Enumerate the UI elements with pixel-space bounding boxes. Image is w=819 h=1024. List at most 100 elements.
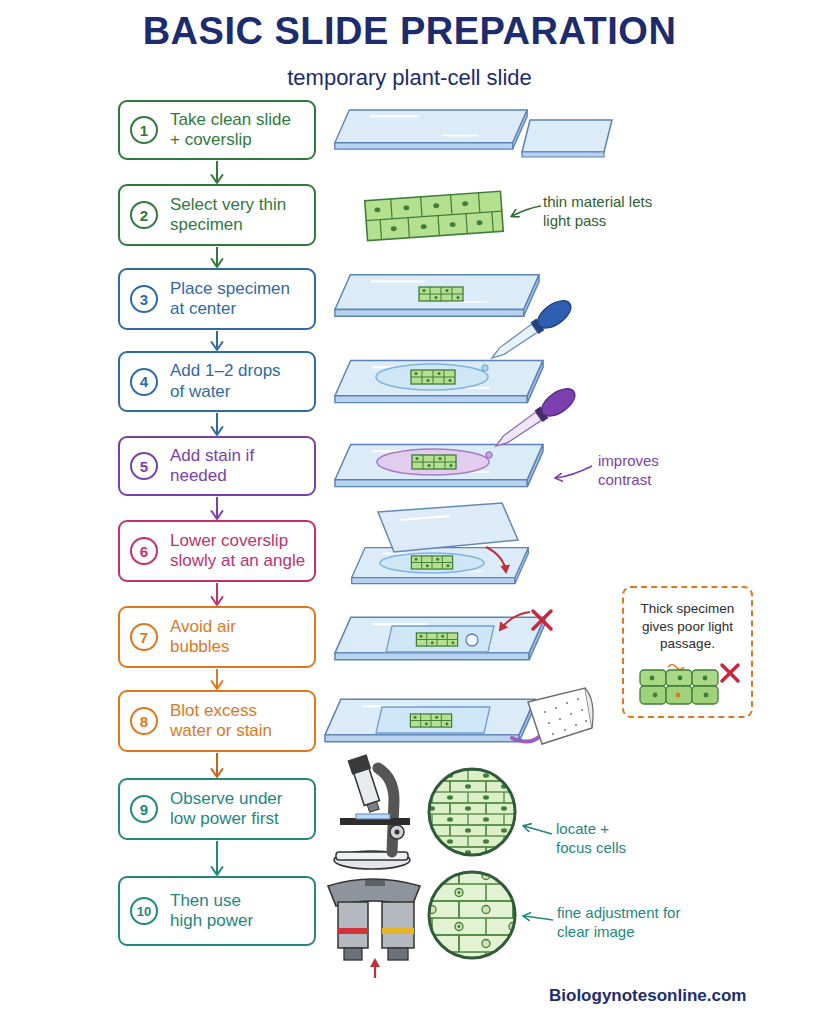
motion-arrow-part — [374, 960, 376, 978]
blotting-paper-part — [559, 718, 561, 720]
thin-specimen-part — [462, 201, 468, 206]
glass-slide-part — [352, 548, 529, 584]
cross-mark-part — [533, 611, 551, 629]
water-drop — [482, 365, 488, 371]
flow-arrow — [212, 161, 223, 183]
step-number-circle: 10 — [130, 897, 158, 925]
step-text: Select very thin specimen — [170, 195, 305, 236]
microscope-part — [356, 814, 390, 819]
thick-specimen-part — [668, 665, 684, 670]
microscope-part-part — [354, 768, 380, 805]
process-box: Select very thin specimen2 — [118, 184, 316, 246]
dropper — [486, 295, 575, 366]
microscope-view-part — [429, 872, 515, 958]
thin-specimen-part — [433, 203, 439, 208]
blotting-paper-part — [566, 702, 568, 704]
callout-number: 5 — [140, 459, 148, 474]
objective-lenses-part — [338, 902, 368, 948]
watermark: Biologynotesonline.com — [549, 985, 779, 1006]
leader-arrow — [524, 916, 553, 920]
glass-slide-part — [412, 455, 456, 469]
objective-lenses-part — [388, 948, 408, 960]
flow-arrow — [212, 753, 223, 777]
dropper-part — [535, 406, 549, 421]
objective-lenses-part — [382, 902, 414, 948]
objective-lenses-part — [382, 928, 414, 934]
thick-specimen-part — [704, 693, 709, 698]
thin-specimen-part — [421, 197, 422, 217]
stain-drop-part — [486, 452, 492, 458]
glass-slide-part — [419, 287, 463, 301]
objective-lenses-part — [328, 879, 420, 906]
flow-line — [216, 331, 218, 350]
thin-specimen-part — [403, 205, 409, 210]
process-box: Then use high power10 — [118, 876, 316, 946]
objective-lenses-part — [344, 948, 362, 960]
dropper-part — [489, 324, 537, 362]
flow-arrow — [212, 583, 223, 605]
thick-specimen-part — [640, 686, 666, 704]
flow-arrow — [212, 413, 223, 435]
objective-lenses-part — [365, 880, 385, 886]
dropper-part — [493, 412, 541, 450]
note-box: Thick specimen gives poor light passage. — [622, 586, 753, 718]
microscope-part — [390, 825, 404, 839]
thick-specimen — [640, 665, 718, 705]
glass-slide-part — [416, 633, 457, 646]
thin-specimen-part — [380, 220, 381, 240]
arrow-head — [212, 769, 223, 777]
arrow-head — [212, 342, 223, 350]
glass-slide-part — [335, 275, 539, 316]
coverslip-part — [378, 503, 518, 552]
blotting-paper — [512, 688, 593, 744]
blotting-paper-part — [552, 733, 554, 735]
coverslip-part — [522, 152, 604, 157]
motion-arrow-part — [500, 612, 530, 630]
annotation: fine adjustment for clear image — [557, 904, 683, 942]
thin-specimen-part — [374, 207, 380, 212]
leader-arrow-part — [512, 206, 541, 216]
cross-mark — [722, 665, 738, 681]
flow-arrow — [212, 247, 223, 267]
glass-slide-part — [325, 699, 535, 742]
thin-specimen-part — [478, 193, 479, 213]
callout-number: 9 — [140, 802, 148, 817]
blotting-paper-part — [528, 688, 592, 744]
callout-number: 3 — [140, 292, 148, 307]
arrow-head — [212, 867, 223, 875]
microscope-part-part — [367, 802, 379, 813]
thick-specimen-part — [678, 676, 683, 681]
water-drop-part — [482, 365, 488, 371]
glass-slide-part — [335, 444, 543, 486]
flow-arrow — [212, 497, 223, 519]
blotting-paper-part — [581, 709, 583, 711]
microscope-part — [336, 852, 408, 860]
glass-slide-part — [376, 364, 488, 390]
blotting-paper-part — [548, 722, 550, 724]
thick-specimen-part — [692, 686, 718, 704]
flow-line — [216, 841, 218, 875]
blotting-paper-part — [512, 736, 540, 742]
microscope — [334, 754, 410, 869]
thin-specimen-part — [466, 214, 467, 234]
leader-arrow-part — [524, 826, 552, 834]
glass-slide-part — [377, 449, 489, 475]
glass-slide-part — [386, 626, 494, 652]
flow-line — [216, 161, 218, 183]
glass-slide-part — [335, 360, 543, 402]
microscope-part — [348, 754, 384, 813]
thin-specimen-part — [451, 195, 452, 215]
glass-slide-part — [466, 634, 478, 646]
process-box: Lower coverslip slowly at an angle6 — [118, 520, 316, 582]
thick-specimen-part — [703, 676, 708, 681]
leader-arrow — [556, 466, 592, 478]
glass-slide — [335, 360, 543, 402]
step-text: Avoid air bubbles — [170, 617, 270, 658]
motion-arrow — [486, 547, 506, 572]
motion-arrow — [375, 960, 376, 978]
flow-line — [216, 669, 218, 689]
blotting-paper-part — [577, 698, 579, 700]
blotting-paper-part — [585, 688, 593, 728]
cross-mark-part — [722, 665, 738, 681]
